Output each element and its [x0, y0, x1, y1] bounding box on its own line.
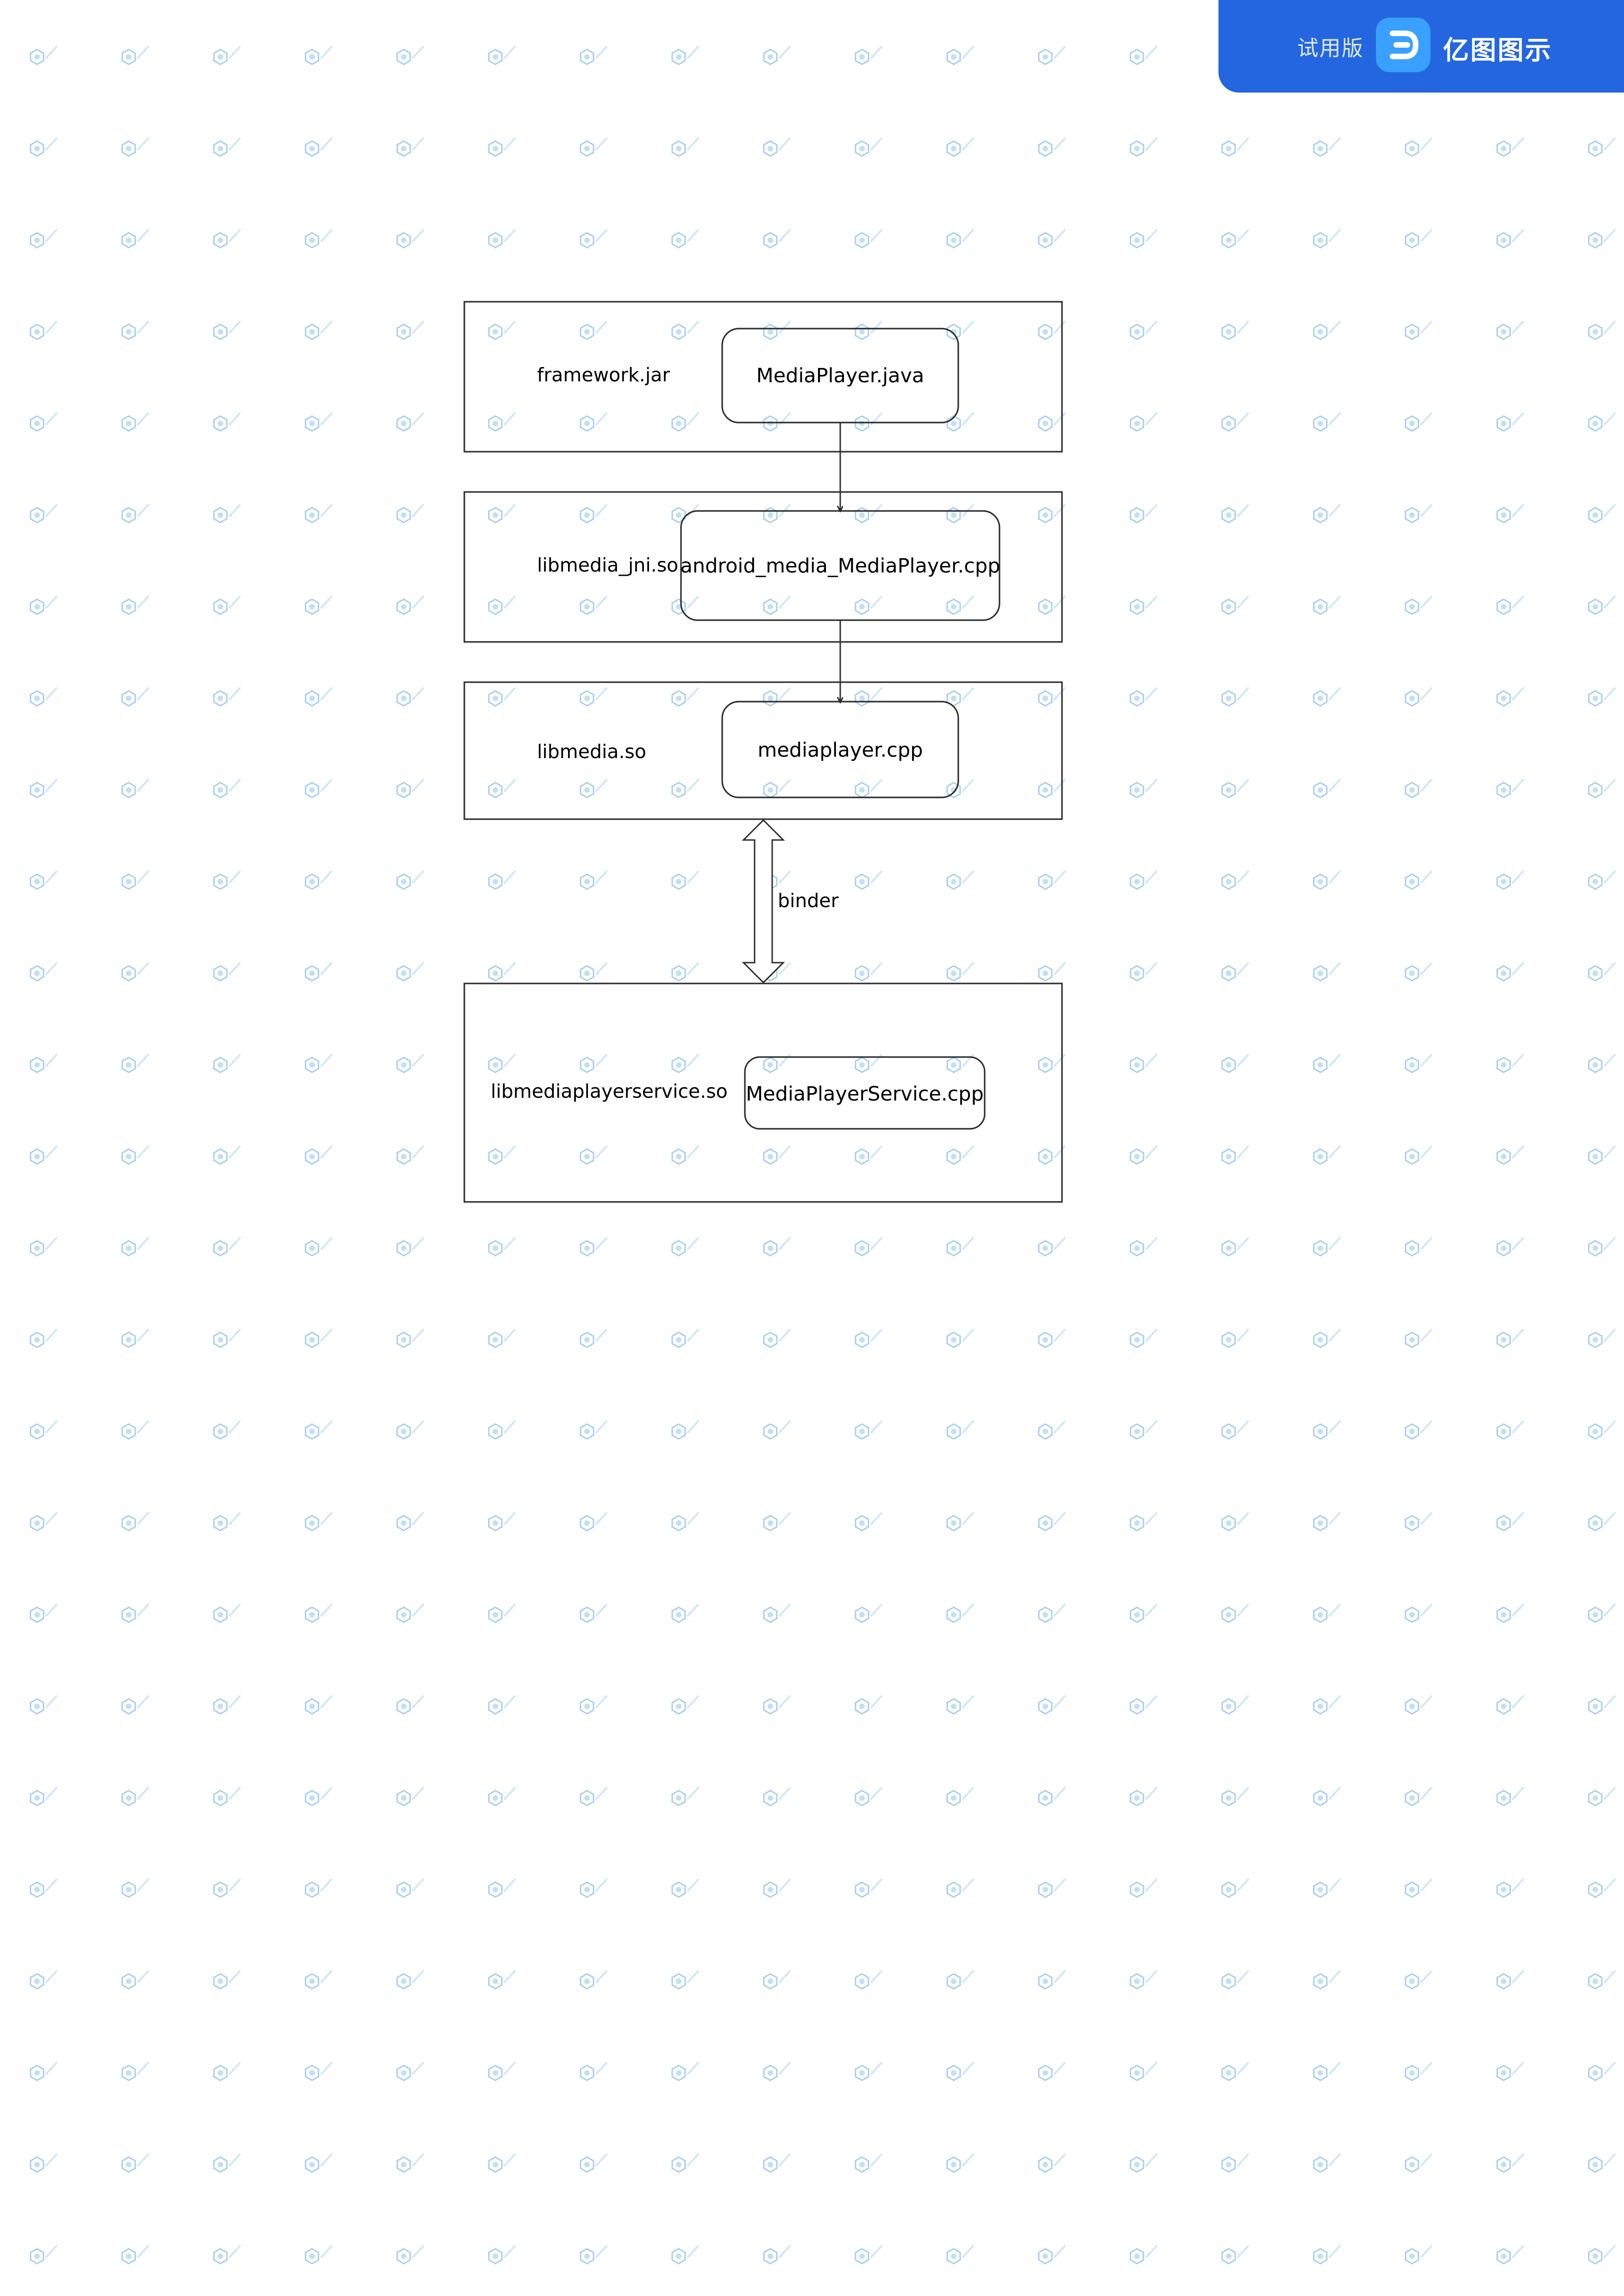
binder-label: binder — [778, 890, 839, 912]
layer-libmedia-label: libmedia.so — [537, 740, 646, 763]
layer-libmedia-box — [463, 681, 1063, 820]
layer-framework-box — [463, 301, 1063, 453]
layer-service: libmediaplayerservice.so MediaPlayerServ… — [463, 983, 1063, 1203]
mediaplayer-cpp-label: mediaplayer.cpp — [757, 739, 923, 762]
layer-service-label: libmediaplayerservice.so — [491, 1080, 728, 1102]
trial-label: 试用版 — [1297, 36, 1364, 61]
mediaplayerservice-cpp-node — [744, 1056, 986, 1130]
mediaplayer-java-label: MediaPlayer.java — [756, 364, 924, 387]
binder-double-arrow — [742, 819, 785, 984]
layer-framework-label: framework.jar — [537, 364, 670, 386]
binder-connector: binder — [742, 819, 839, 984]
brand-name: 亿图图示 — [1443, 36, 1552, 66]
mediaplayer-cpp-node — [721, 701, 959, 798]
layer-service-box — [463, 983, 1063, 1203]
layer-jni-label: libmedia_jni.so — [537, 554, 678, 576]
mediaplayerservice-cpp-label: MediaPlayerService.cpp — [746, 1083, 984, 1106]
layer-jni-box — [463, 491, 1063, 643]
layer-framework: framework.jar MediaPlayer.java — [463, 301, 1063, 453]
layer-libmedia: libmedia.so mediaplayer.cpp — [463, 681, 1063, 820]
layer-jni: libmedia_jni.so android_media_MediaPlaye… — [463, 491, 1063, 643]
trial-badge: 试用版 亿图图示 — [1218, 0, 1624, 93]
edraw-logo-icon — [1376, 18, 1430, 72]
android-media-mediaplayer-label: android_media_MediaPlayer.cpp — [680, 554, 1000, 578]
